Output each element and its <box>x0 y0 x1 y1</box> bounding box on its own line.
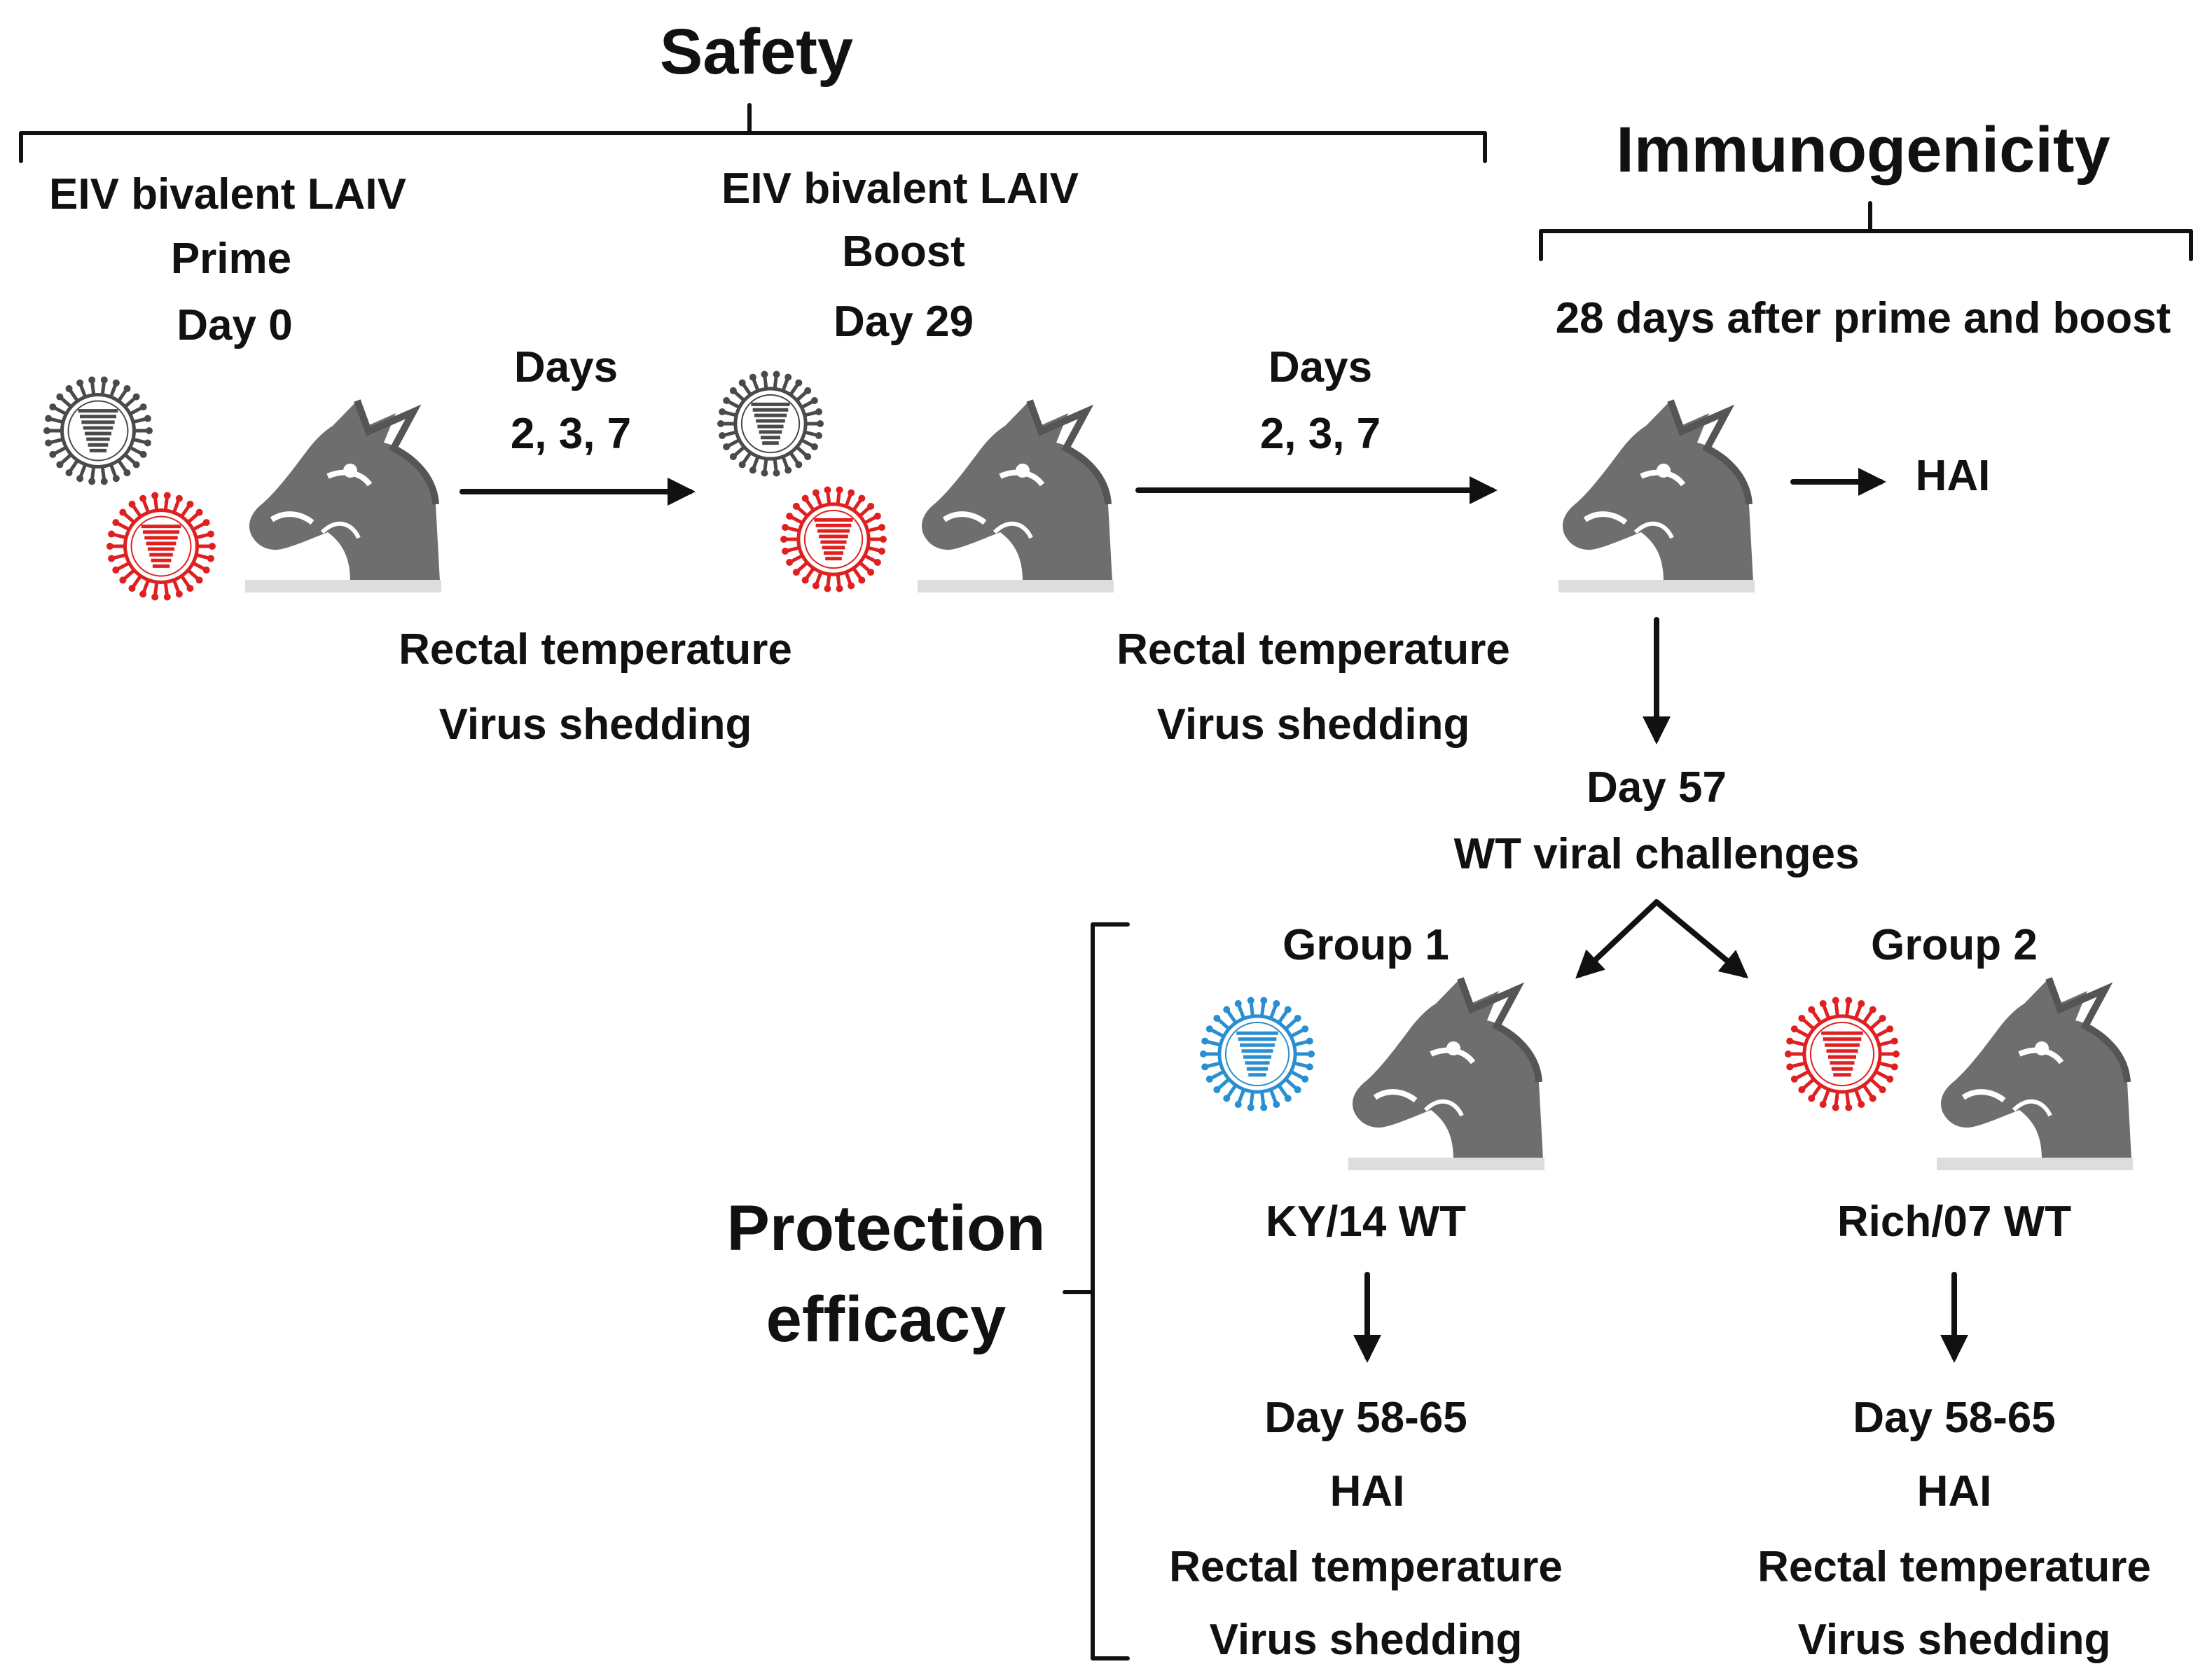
group-1-day: Day 58-65 <box>1264 1394 1467 1442</box>
arrow-to-group-1 <box>1575 899 1659 979</box>
prime-line-1: EIV bivalent LAIV <box>49 170 406 219</box>
safety-heading: Safety <box>660 16 853 88</box>
boost-line-2: Boost <box>842 228 965 276</box>
horse-head-icon <box>1937 977 2133 1170</box>
group-1-title: Group 1 <box>1283 921 1449 969</box>
interval-1-line-1: Days <box>514 343 618 391</box>
group-1-measure-3: Virus shedding <box>1210 1616 1523 1664</box>
immuno-assay: HAI <box>1916 452 1991 500</box>
prime-line-2: Prime <box>171 235 291 283</box>
protection-bracket <box>1063 922 1130 1660</box>
horse-head-icon <box>245 399 441 592</box>
horse-head-icon <box>918 399 1114 592</box>
virus-icon <box>717 370 824 477</box>
immuno-caption: 28 days after prime and boost <box>1556 294 2171 342</box>
safety-bracket <box>19 103 1487 163</box>
immunogenicity-heading: Immunogenicity <box>1616 114 2110 186</box>
safety-measure-1-line-1: Rectal temperature <box>399 625 792 674</box>
group-2-day: Day 58-65 <box>1853 1394 2056 1442</box>
group-1-measure-2: Rectal temperature <box>1169 1543 1563 1591</box>
challenge-line-2: WT viral challenges <box>1454 830 1860 878</box>
prime-line-3: Day 0 <box>177 301 292 349</box>
virus-icon <box>1785 997 1900 1111</box>
group-2-measure-3: Virus shedding <box>1798 1616 2111 1664</box>
interval-2-line-2: 2, 3, 7 <box>1260 410 1381 458</box>
group-2-strain: Rich/07 WT <box>1837 1198 2071 1246</box>
group-2-measure-2: Rectal temperature <box>1757 1543 2151 1591</box>
safety-measure-1-line-2: Virus shedding <box>439 700 752 749</box>
virus-icon <box>106 492 216 601</box>
safety-measure-2-line-2: Virus shedding <box>1157 700 1470 749</box>
challenge-line-1: Day 57 <box>1587 763 1727 812</box>
virus-icon <box>43 376 153 485</box>
protection-heading-line-2: efficacy <box>766 1284 1007 1355</box>
interval-2-line-1: Days <box>1269 343 1372 391</box>
virus-icon <box>1200 997 1315 1111</box>
group-2-title: Group 2 <box>1871 921 2038 969</box>
virus-icon <box>780 486 887 592</box>
group-2-measure-1: HAI <box>1917 1467 1992 1516</box>
interval-1-line-2: 2, 3, 7 <box>511 410 631 458</box>
horse-head-icon <box>1348 977 1544 1170</box>
horse-head-icon <box>1558 399 1755 592</box>
immunogenicity-bracket <box>1539 201 2193 261</box>
safety-measure-2-line-1: Rectal temperature <box>1117 625 1510 674</box>
group-1-strain: KY/14 WT <box>1266 1198 1466 1246</box>
arrow-to-group-2 <box>1654 899 1749 979</box>
boost-line-3: Day 29 <box>834 298 974 346</box>
boost-line-1: EIV bivalent LAIV <box>721 165 1079 213</box>
protection-heading-line-1: Protection <box>727 1193 1046 1264</box>
group-1-measure-1: HAI <box>1330 1467 1405 1516</box>
